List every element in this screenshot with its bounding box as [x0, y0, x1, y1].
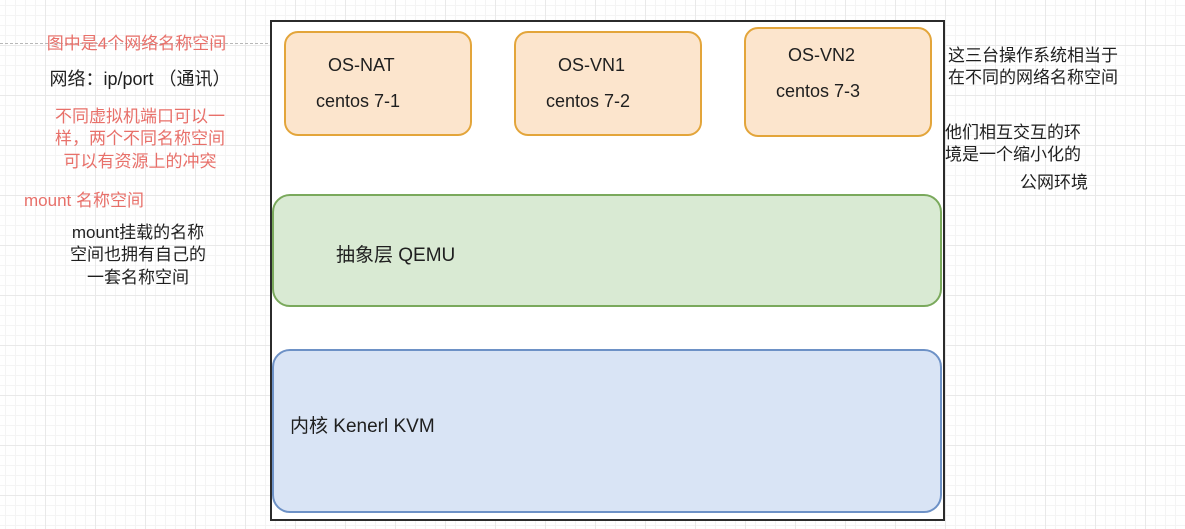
annotation-port-conflict: 不同虚拟机端口可以一 样，两个不同名称空间 可以有资源上的冲突 — [55, 107, 225, 171]
annotation-net-ip-port: 网络：ip/port （通讯） — [49, 69, 231, 89]
layer-label-qemu: 抽象层 QEMU — [336, 245, 456, 266]
annotation-mount-ns-heading: mount 名称空间 — [24, 191, 144, 210]
os-box-os-vn2[interactable]: OS-VN2 centos 7-3 — [744, 27, 932, 137]
os-box-os-vn1[interactable]: OS-VN1 centos 7-2 — [514, 31, 702, 136]
layer-label-kernel: 内核 Kenerl KVM — [290, 416, 435, 437]
os-box-os-nat[interactable]: OS-NAT centos 7-1 — [284, 31, 472, 136]
annotation-mini-internet-note: 他们相互交互的环 境是一个缩小化的 — [945, 123, 1081, 165]
annotation-three-os-note: 这三台操作系统相当于 在不同的网络名称空间 — [948, 46, 1118, 88]
os-box-title: OS-NAT — [328, 55, 395, 75]
os-box-title: OS-VN2 — [788, 45, 856, 65]
annotation-mini-internet-tail: 公网环境 — [1020, 173, 1088, 192]
os-box-distro: centos 7-1 — [316, 91, 401, 111]
annotation-mount-ns-body: mount挂载的名称 空间也拥有自己的 一套名称空间 — [70, 223, 206, 287]
os-box-title: OS-VN1 — [558, 55, 626, 75]
layer-box-qemu[interactable]: 抽象层 QEMU — [272, 194, 942, 307]
layer-box-kernel[interactable]: 内核 Kenerl KVM — [272, 349, 942, 513]
os-box-distro: centos 7-2 — [546, 91, 631, 111]
annotation-net-ns-heading: 图中是4个网络名称空间 — [46, 34, 227, 53]
dashed-guide-line — [0, 43, 268, 44]
os-box-distro: centos 7-3 — [776, 81, 861, 101]
